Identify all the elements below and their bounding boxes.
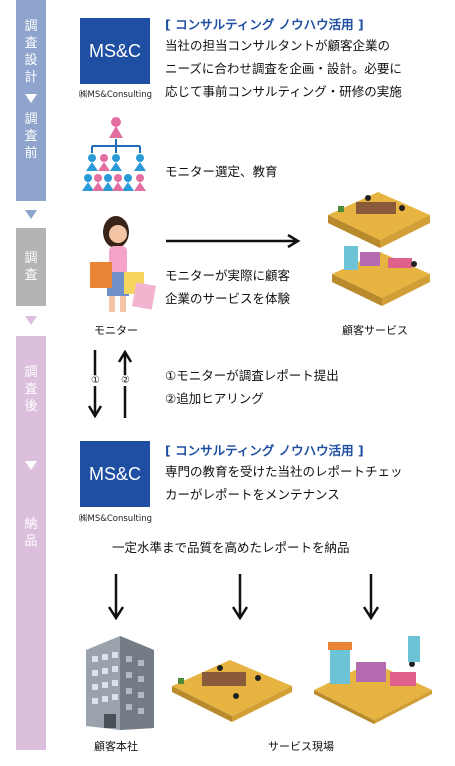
phase-char: 品 xyxy=(24,534,38,549)
body-line: 専門の教育を受けた当社のレポートチェッ xyxy=(165,464,403,479)
body-line: モニターが実際に顧客 xyxy=(165,268,291,283)
office-building-illustration xyxy=(86,636,154,730)
phase-char: 査 xyxy=(24,129,38,144)
service-caption: 顧客サービス xyxy=(342,324,408,337)
section-body: 当社の担当コンサルタントが顧客企業の ニーズに合わせ調査を企画・設計。必要に 応… xyxy=(165,34,402,103)
logo-caption: ㈱MS&Consulting xyxy=(79,90,153,100)
body-line: ニーズに合わせ調査を企画・設計。必要に xyxy=(165,61,402,76)
monitor-woman-illustration xyxy=(90,216,156,312)
down-arrow-icon xyxy=(232,574,248,620)
down-triangle-icon xyxy=(25,461,37,470)
down-triangle-icon xyxy=(25,316,37,325)
down-arrow-icon xyxy=(108,574,124,620)
company-logo: MS&C xyxy=(80,441,150,507)
service-counter-illustration xyxy=(172,660,292,722)
logo-text: MS&C xyxy=(88,463,141,484)
phase-char: 納 xyxy=(24,517,38,532)
hq-caption: 顧客本社 xyxy=(94,740,138,753)
company-logo: MS&C xyxy=(80,18,150,84)
section-body: 専門の教育を受けた当社のレポートチェッ カーがレポートをメンテナンス xyxy=(165,460,403,506)
phase-char: 査 xyxy=(24,382,38,397)
phase-bar-planning: 調 査 設 計 調 査 前 xyxy=(16,0,46,201)
survey-text: モニターが実際に顧客 企業のサービスを体験 xyxy=(165,264,290,310)
retail-store-illustration xyxy=(314,636,432,724)
down-triangle-icon xyxy=(25,210,37,219)
monitor-hierarchy-icon xyxy=(82,117,146,191)
phase-char: 設 xyxy=(24,53,38,68)
phase-bar-survey: 調 査 xyxy=(16,228,46,306)
body-line: ②追加ヒアリング xyxy=(165,391,264,406)
phase-char: 計 xyxy=(24,70,38,85)
down-triangle-icon xyxy=(25,94,37,103)
delivery-text: 一定水準まで品質を高めたレポートを納品 xyxy=(112,540,350,555)
phase-char: 調 xyxy=(24,19,38,34)
phase-bar-post-survey: 調 査 後 納 品 xyxy=(16,336,46,750)
phase-char: 調 xyxy=(24,365,38,380)
section-heading: [ コンサルティング ノウハウ活用 ] xyxy=(165,443,364,458)
arrow-label-2: ② xyxy=(121,375,130,386)
phase-char: 調 xyxy=(24,251,38,266)
arrow-label-1: ① xyxy=(91,375,100,386)
phase-char: 調 xyxy=(24,112,38,127)
up-arrow-icon xyxy=(118,350,132,418)
right-arrow-icon xyxy=(166,234,301,248)
phase-char: 査 xyxy=(24,36,38,51)
post-survey-text: ①モニターが調査レポート提出 ②追加ヒアリング xyxy=(165,364,339,410)
section-heading: [ コンサルティング ノウハウ活用 ] xyxy=(165,17,364,32)
body-line: ①モニターが調査レポート提出 xyxy=(165,368,339,383)
monitor-caption: モニター xyxy=(94,324,138,337)
body-line: 応じて事前コンサルティング・研修の実施 xyxy=(165,84,402,99)
site-caption: サービス現場 xyxy=(268,740,334,753)
phase-char: 前 xyxy=(24,146,38,161)
logo-text: MS&C xyxy=(88,40,141,61)
body-line: 当社の担当コンサルタントが顧客企業の xyxy=(165,38,391,53)
logo-caption: ㈱MS&Consulting xyxy=(79,514,153,524)
monitor-selection-text: モニター選定、教育 xyxy=(165,164,278,179)
body-line: カーがレポートをメンテナンス xyxy=(165,487,340,502)
service-scene-illustration xyxy=(328,192,430,306)
body-line: 企業のサービスを体験 xyxy=(165,291,291,306)
phase-char: 後 xyxy=(24,399,38,414)
down-arrow-icon xyxy=(363,574,379,620)
phase-char: 査 xyxy=(24,268,38,283)
